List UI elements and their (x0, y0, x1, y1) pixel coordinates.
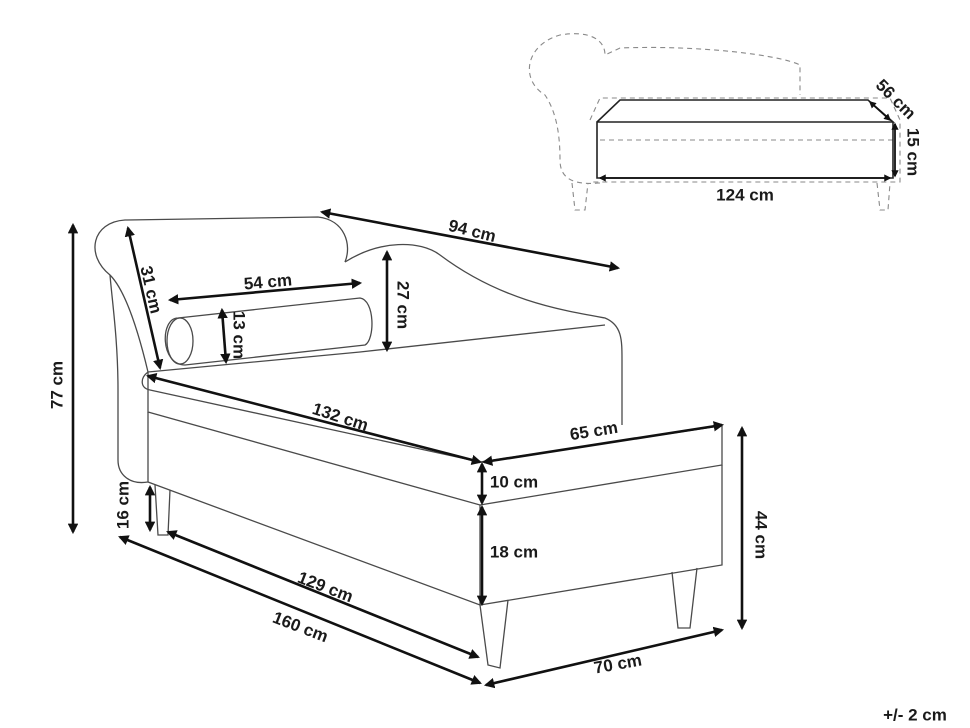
seat-height-label: 44 cm (752, 511, 771, 559)
dimension-labels: 94 cm 54 cm 31 cm 13 cm 27 cm 77 cm 132 … (47, 216, 946, 725)
total-height-label: 77 cm (47, 361, 66, 409)
seat-length-label: 132 cm (310, 399, 371, 435)
leg-height-label: 16 cm (113, 481, 132, 529)
total-length-label: 160 cm (270, 608, 331, 646)
cushion-diameter-label: 13 cm (230, 311, 249, 359)
tolerance-label: +/- 2 cm (883, 705, 947, 724)
dimension-arrows (67, 208, 748, 689)
base-length-label: 129 cm (295, 568, 356, 606)
base-height-label: 18 cm (490, 542, 538, 561)
seat-thickness-label: 10 cm (490, 472, 538, 491)
inset-length-label: 124 cm (716, 185, 774, 204)
arm-height-label: 31 cm (136, 264, 165, 315)
inset-depth-label: 56 cm (872, 76, 920, 124)
storage-inset: 56 cm 15 cm 124 cm (528, 33, 923, 211)
backrest-height-label: 27 cm (394, 281, 413, 329)
total-depth-label: 70 cm (592, 650, 643, 677)
cushion-length-label: 54 cm (243, 270, 293, 293)
inset-height-label: 15 cm (904, 128, 923, 176)
seat-depth-label: 65 cm (569, 418, 620, 444)
